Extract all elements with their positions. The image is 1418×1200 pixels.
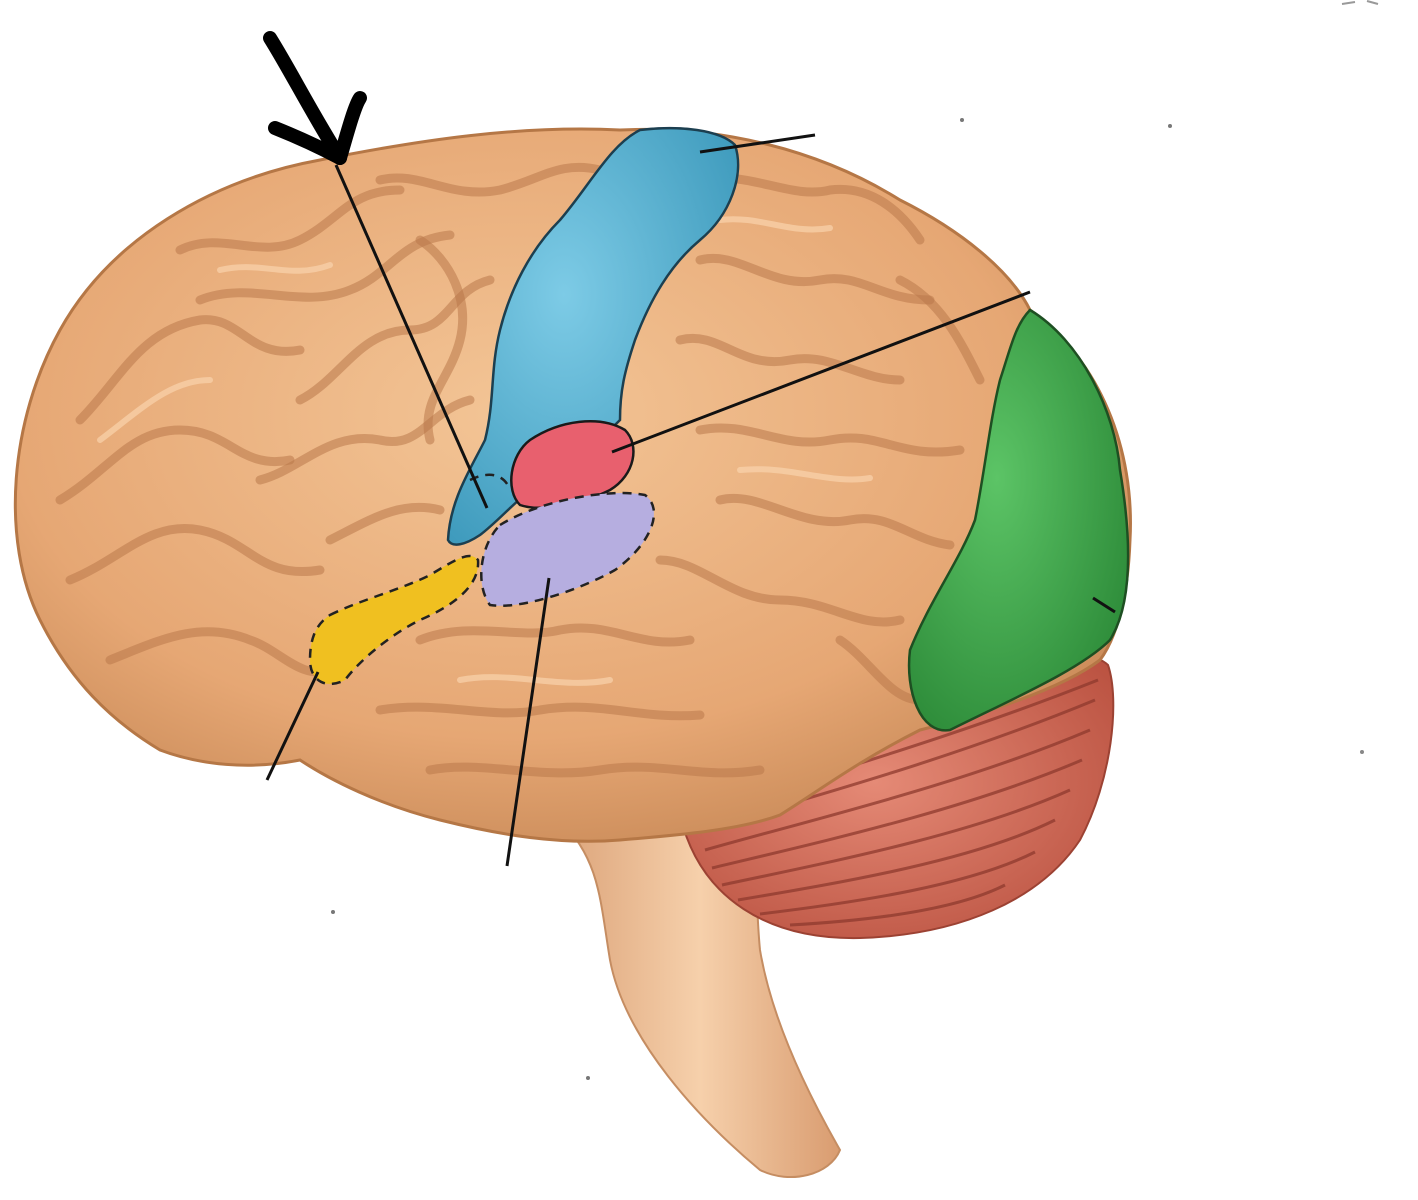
leader-red	[611, 290, 1031, 454]
leader-purple	[505, 577, 551, 867]
leader-blue-top	[699, 133, 816, 154]
speck	[331, 910, 335, 914]
red-patch	[510, 420, 635, 509]
brainstem	[557, 818, 842, 1178]
leader-arrow	[334, 164, 489, 509]
gyri-texture	[55, 162, 985, 778]
speck	[586, 1076, 590, 1080]
leader-yellow	[265, 671, 320, 781]
leader-green	[1092, 596, 1116, 614]
purple-patch	[480, 491, 656, 607]
green-lobe	[907, 308, 1130, 732]
yellow-patch	[308, 554, 480, 686]
speck	[1168, 124, 1172, 128]
arrow-down-icon	[263, 31, 367, 165]
blue-strip	[446, 126, 740, 546]
corner-mark	[1341, 0, 1379, 5]
speck	[960, 118, 964, 122]
speck	[1360, 750, 1364, 754]
